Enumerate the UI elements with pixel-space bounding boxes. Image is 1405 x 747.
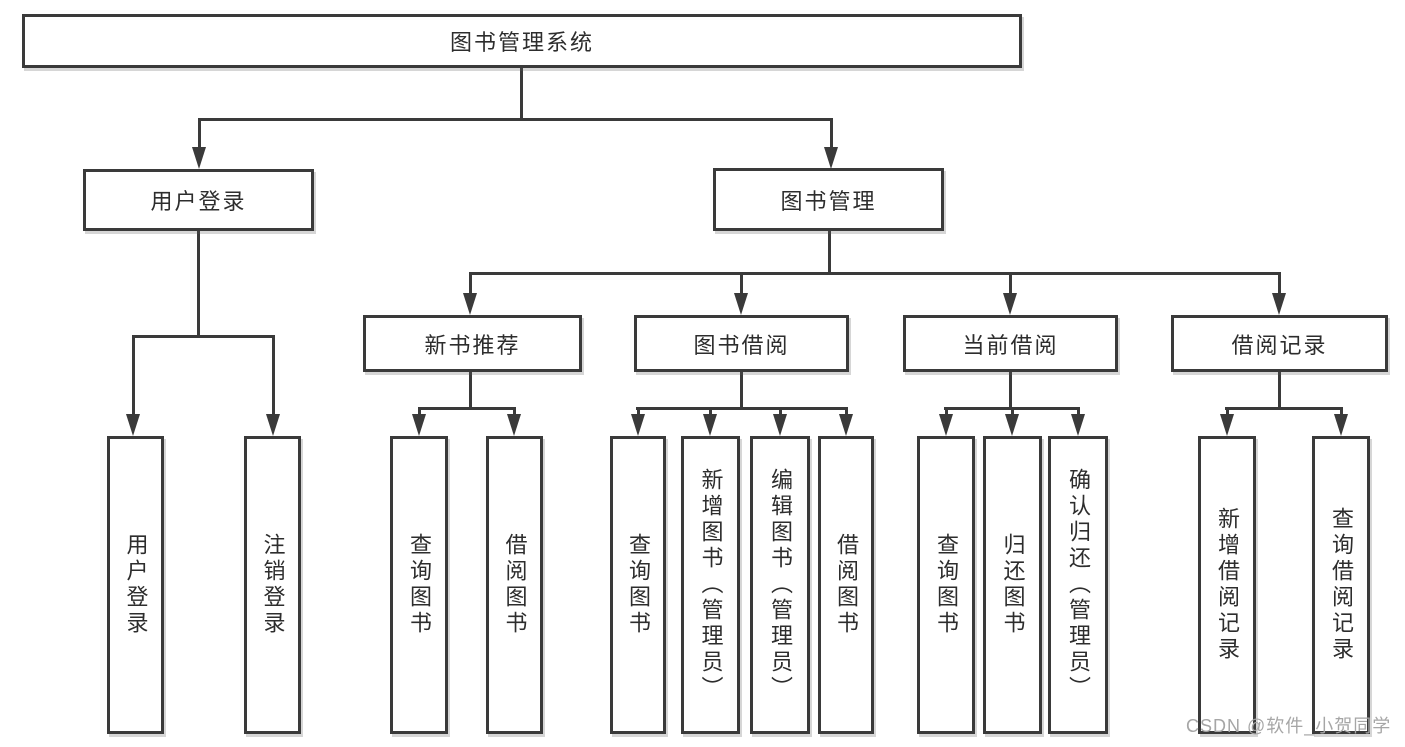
leaf-add-borrow-record: 新增借阅记录 (1198, 436, 1256, 734)
node-label: 编辑图书（管理员） (768, 468, 793, 702)
arrowhead-down-icon (1005, 414, 1019, 436)
leaf-query-borrow-record: 查询借阅记录 (1312, 436, 1370, 734)
connector-line (1077, 407, 1080, 416)
connector-line (132, 335, 275, 338)
node-label: 确认归还（管理员） (1066, 468, 1091, 702)
node-label: 新增借阅记录 (1215, 507, 1240, 663)
arrowhead-down-icon (1272, 293, 1286, 315)
connector-line (1011, 407, 1014, 416)
connector-line (1340, 407, 1343, 416)
node-label: 归还图书 (1000, 533, 1026, 637)
arrowhead-down-icon (463, 293, 477, 315)
connector-line (636, 407, 848, 410)
arrowhead-down-icon (266, 414, 280, 436)
node-label: 图书管理 (780, 188, 877, 214)
arrowhead-down-icon (1334, 414, 1348, 436)
arrowhead-down-icon (824, 147, 838, 169)
connector-line (198, 118, 201, 150)
connector-line (1278, 372, 1281, 410)
connector-line (1225, 407, 1343, 410)
node-label: 查询图书 (626, 533, 651, 637)
connector-line (1009, 372, 1012, 410)
node-label: 注销登录 (260, 533, 286, 637)
connector-line (197, 231, 200, 337)
connector-line (469, 272, 1281, 275)
node-label: 借阅图书 (834, 533, 859, 637)
leaf-user-login: 用户登录 (107, 436, 164, 734)
arrowhead-down-icon (1071, 414, 1085, 436)
connector-line (779, 407, 782, 416)
arrowhead-down-icon (734, 293, 748, 315)
arrowhead-down-icon (1220, 414, 1234, 436)
node-book-management: 图书管理 (713, 168, 944, 231)
arrowhead-down-icon (1003, 293, 1017, 315)
node-label: 查询图书 (407, 533, 432, 637)
connector-line (1226, 407, 1229, 416)
connector-line (513, 407, 516, 416)
node-borrowing-records: 借阅记录 (1171, 315, 1388, 372)
leaf-borrow-books: 借阅图书 (818, 436, 874, 734)
connector-line (272, 335, 275, 415)
connector-line (520, 66, 523, 120)
leaf-add-books-admin: 新增图书（管理员） (681, 436, 740, 734)
leaf-query-books-current: 查询图书 (917, 436, 975, 734)
connector-line (1009, 272, 1012, 294)
node-label: 图书管理系统 (449, 30, 594, 55)
node-user-login: 用户登录 (83, 169, 314, 231)
arrowhead-down-icon (703, 414, 717, 436)
arrowhead-down-icon (126, 414, 140, 436)
node-label: 用户登录 (123, 533, 149, 637)
node-new-book-recommendation: 新书推荐 (363, 315, 582, 372)
leaf-query-books-borrow: 查询图书 (610, 436, 666, 734)
node-label: 借阅记录 (1231, 332, 1328, 358)
leaf-edit-books-admin: 编辑图书（管理员） (750, 436, 810, 734)
arrowhead-down-icon (773, 414, 787, 436)
connector-line (740, 372, 743, 410)
node-label: 用户登录 (150, 189, 247, 214)
node-label: 查询借阅记录 (1329, 507, 1354, 663)
node-library-management-system: 图书管理系统 (22, 14, 1022, 68)
connector-line (830, 118, 833, 150)
node-current-borrowing: 当前借阅 (903, 315, 1118, 372)
node-label: 当前借阅 (962, 332, 1059, 358)
connector-line (709, 407, 712, 416)
arrowhead-down-icon (939, 414, 953, 436)
connector-line (845, 407, 848, 416)
connector-line (637, 407, 640, 416)
leaf-logout: 注销登录 (244, 436, 301, 734)
connector-line (740, 272, 743, 294)
node-label: 新增图书（管理员） (698, 468, 724, 702)
arrowhead-down-icon (412, 414, 426, 436)
leaf-return-books: 归还图书 (983, 436, 1042, 734)
connector-line (828, 231, 831, 274)
csdn-watermark: CSDN @软件_小贺同学 (1186, 716, 1392, 736)
node-book-borrowing: 图书借阅 (634, 315, 849, 372)
arrowhead-down-icon (192, 147, 206, 169)
connector-line (418, 407, 421, 416)
node-label: 图书借阅 (693, 332, 790, 358)
leaf-borrow-books-recommend: 借阅图书 (486, 436, 543, 734)
node-label: 查询图书 (934, 533, 959, 637)
connector-line (1278, 272, 1281, 294)
connector-line (418, 407, 516, 410)
leaf-confirm-return-admin: 确认归还（管理员） (1048, 436, 1108, 734)
connector-line (945, 407, 948, 416)
connector-line (469, 272, 472, 294)
connector-line (469, 372, 472, 410)
arrowhead-down-icon (631, 414, 645, 436)
leaf-query-books-recommend: 查询图书 (390, 436, 448, 734)
node-label: 借阅图书 (502, 533, 528, 637)
connector-line (132, 335, 135, 415)
connector-line (198, 118, 833, 121)
arrowhead-down-icon (507, 414, 521, 436)
arrowhead-down-icon (839, 414, 853, 436)
node-label: 新书推荐 (424, 332, 521, 358)
